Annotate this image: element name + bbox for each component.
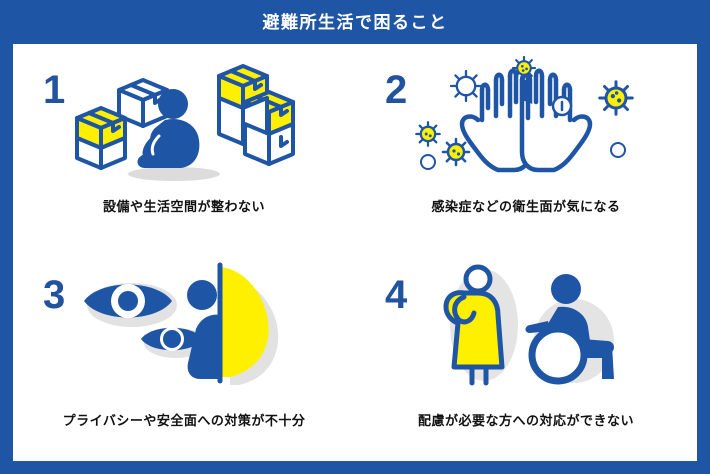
eyes-watching-person-behind-curtain-icon xyxy=(13,262,355,388)
page-title: 避難所生活で困ること xyxy=(262,12,448,32)
panel-grid: 1 xyxy=(13,44,697,461)
hands-with-virus-icon xyxy=(355,55,697,186)
panel-caption: 配慮が必要な方への対応ができない xyxy=(417,412,634,428)
panel-4: 4 xyxy=(355,253,697,462)
panel-3: 3 xyxy=(13,253,355,462)
title-bar: 避難所生活で困ること xyxy=(13,0,697,44)
panel-number: 3 xyxy=(43,272,66,317)
panel-number: 2 xyxy=(385,68,408,112)
panel-2: 2 xyxy=(355,44,697,253)
panel-1: 1 xyxy=(13,44,355,253)
panel-caption: 感染症などの衛生面が気になる xyxy=(431,199,621,214)
boxes-and-sitting-person-icon xyxy=(13,58,355,186)
panel-number: 4 xyxy=(385,272,408,317)
pregnant-woman-and-wheelchair-user-icon xyxy=(355,263,697,388)
panel-caption: プライバシーや安全面への対策が不十分 xyxy=(62,412,306,428)
panel-caption: 設備や生活空間が整わない xyxy=(102,199,265,214)
panel-number: 1 xyxy=(43,68,66,112)
